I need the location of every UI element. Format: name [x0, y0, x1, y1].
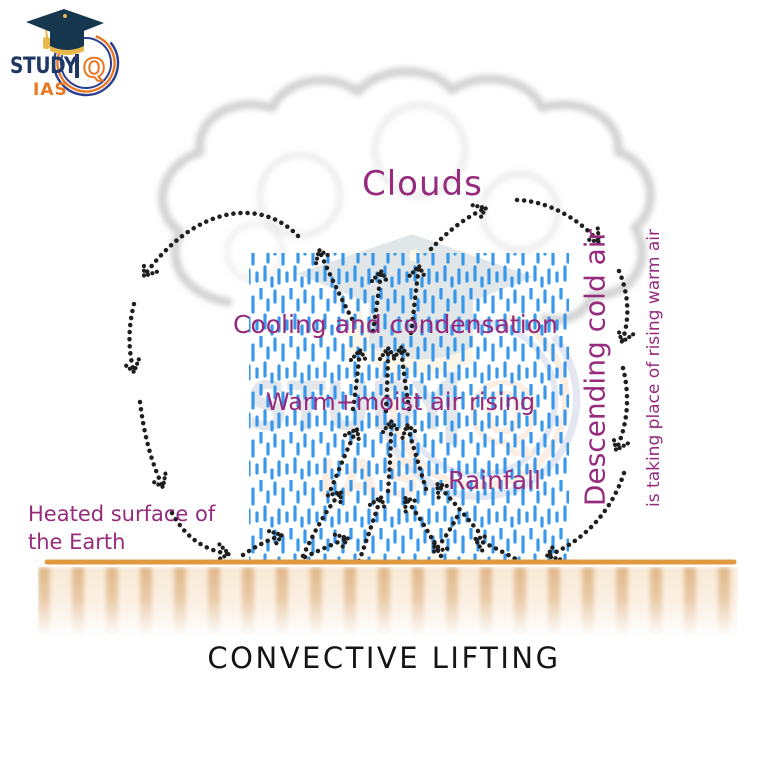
arrow-rise-up-3 — [401, 347, 409, 412]
studyiq-logo — [8, 7, 133, 110]
arrow-right-descent-1 — [619, 268, 627, 342]
arrow-rise-mid-1 — [328, 429, 357, 492]
descending-cold-air-sublabel: is taking place of rising warm air — [644, 229, 664, 507]
arrow-right-to-ground — [547, 470, 627, 556]
arrow-top-right-arc — [514, 197, 599, 242]
arrow-rise-up-1 — [353, 350, 360, 412]
arrow-top-left-arc — [144, 210, 301, 276]
arrow-rise-low-1 — [300, 492, 341, 559]
arrow-ground-right-1 — [475, 539, 524, 562]
heated-ground-texture — [38, 567, 738, 637]
arrow-rise-top-1 — [373, 271, 381, 334]
arrow-into-cloud-left — [319, 250, 355, 322]
heated-surface-label: Heated surface of the Earth — [28, 502, 216, 554]
arrow-into-cloud-right — [428, 208, 486, 252]
circulation-arrows — [130, 200, 628, 562]
arrow-rain-down — [434, 514, 457, 552]
warm-moist-air-label: Warm+moist air rising — [266, 388, 536, 416]
cooling-condensation-label: Cooling and condensation — [233, 310, 558, 339]
clouds-label: Clouds — [362, 164, 483, 204]
arrow-left-descent-1 — [130, 301, 135, 372]
arrow-ground-left-1 — [240, 535, 282, 555]
diagram-title: CONVECTIVE LIFTING — [207, 641, 561, 675]
arrow-rise-mid-3 — [407, 425, 426, 492]
descending-cold-air-label: Descending cold air — [578, 228, 612, 507]
arrow-ground-left-2 — [302, 538, 348, 557]
rainfall-label: Rainfall — [448, 466, 541, 495]
arrow-right-descent-2 — [616, 365, 627, 450]
arrow-rise-top-2 — [411, 266, 419, 336]
arrow-left-descent-2 — [140, 399, 163, 487]
arrow-left-to-ground — [169, 510, 229, 554]
